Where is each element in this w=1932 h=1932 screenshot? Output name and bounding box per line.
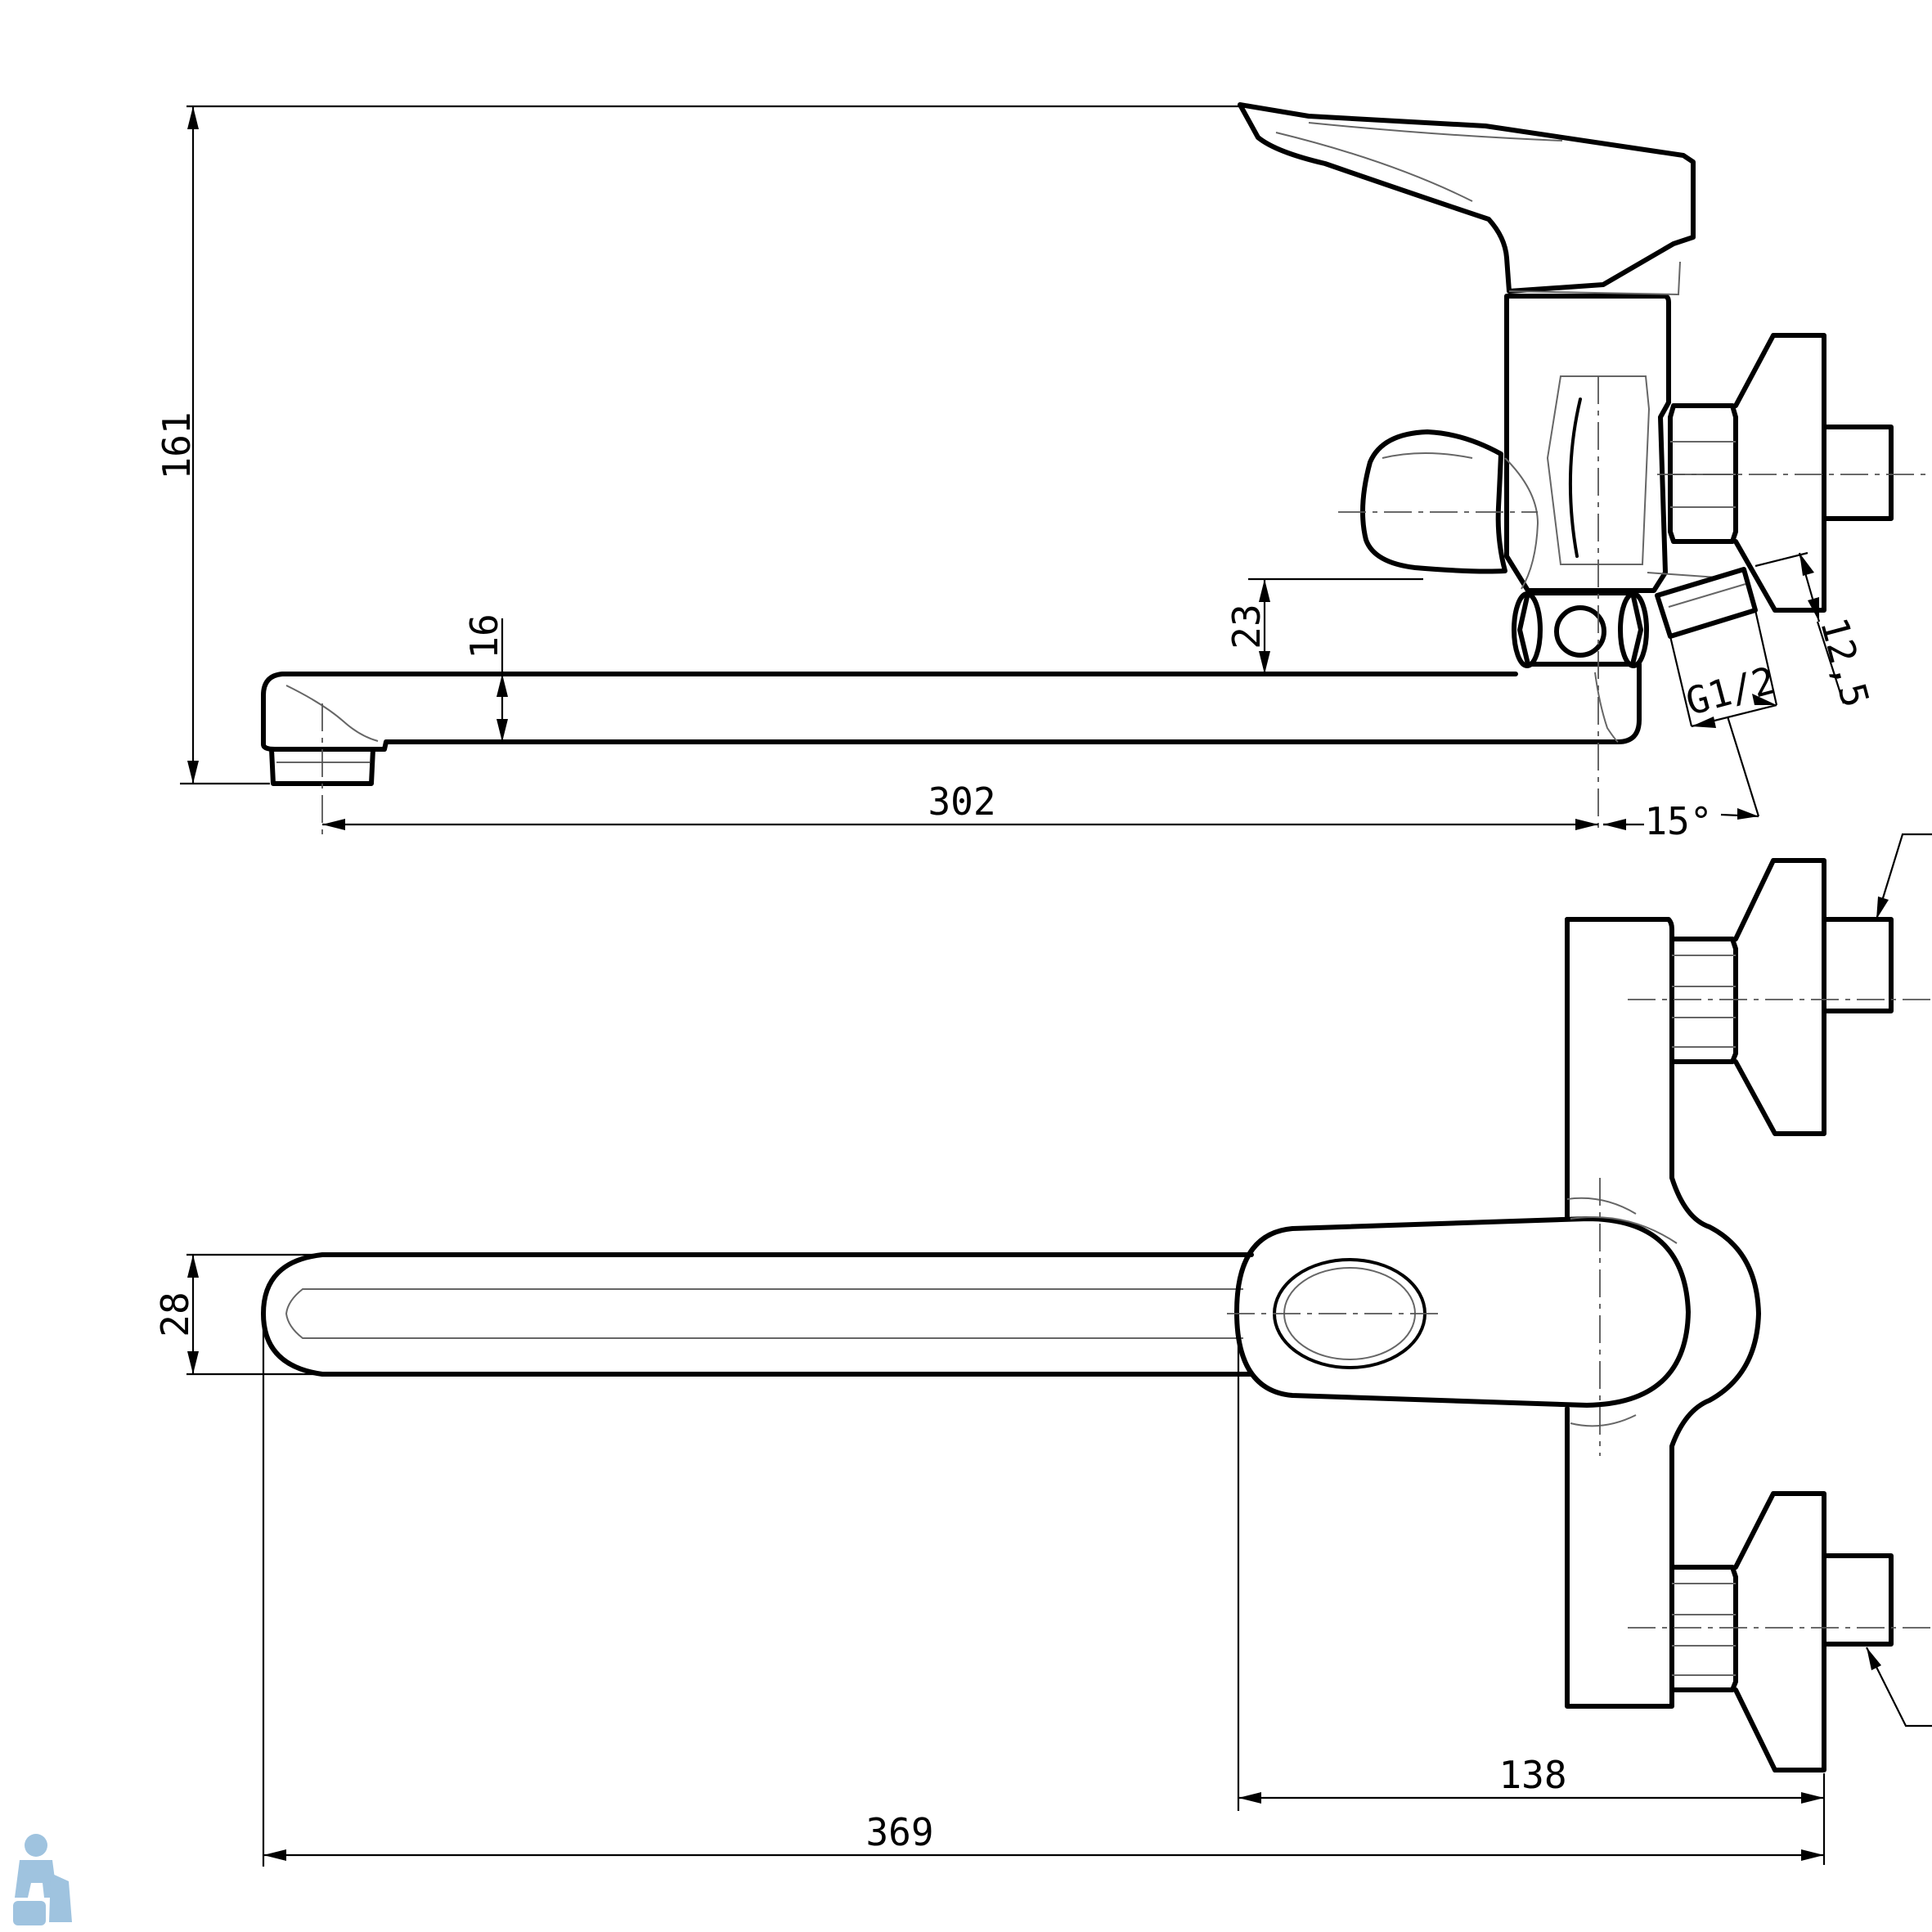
dim-angle: 15° [1644,799,1712,843]
dim-overall-length: 369 [865,1810,933,1854]
top-spout [261,1252,1254,1377]
side-spout [261,662,1642,752]
dim-spout-width: 28 [153,1292,197,1337]
side-front-knob [1360,429,1507,574]
dim-spout-thickness: 16 [462,613,506,658]
side-view [261,102,1894,786]
dimension-lines [180,105,1932,1867]
side-g-thread-adapter [1655,567,1758,639]
side-diverter-ring [1512,591,1649,668]
side-mixer-body [1504,294,1719,593]
dim-spout-clearance: 23 [1224,604,1269,649]
top-view [261,858,1894,1772]
dim-thread: G1/2 [1681,658,1780,724]
plumber-mascot-icon [13,1834,72,1925]
side-eccentric-inlet [1822,425,1894,521]
top-center-lines [1227,999,1932,1629]
side-wall-flange [1733,333,1826,613]
top-lower-connection [1669,1491,1894,1772]
top-lever [1234,1216,1691,1408]
dim-spout-reach: 302 [928,780,995,824]
top-upper-connection [1669,858,1894,1136]
dim-nut-size: 12,5 [1812,613,1878,712]
side-lever-handle [1238,102,1696,294]
side-nut [1668,403,1738,544]
top-mixer-body [1565,917,1761,1709]
side-center-lines [321,376,1932,834]
dim-body-to-wall: 138 [1498,1753,1566,1797]
dim-overall-height: 161 [155,411,199,479]
